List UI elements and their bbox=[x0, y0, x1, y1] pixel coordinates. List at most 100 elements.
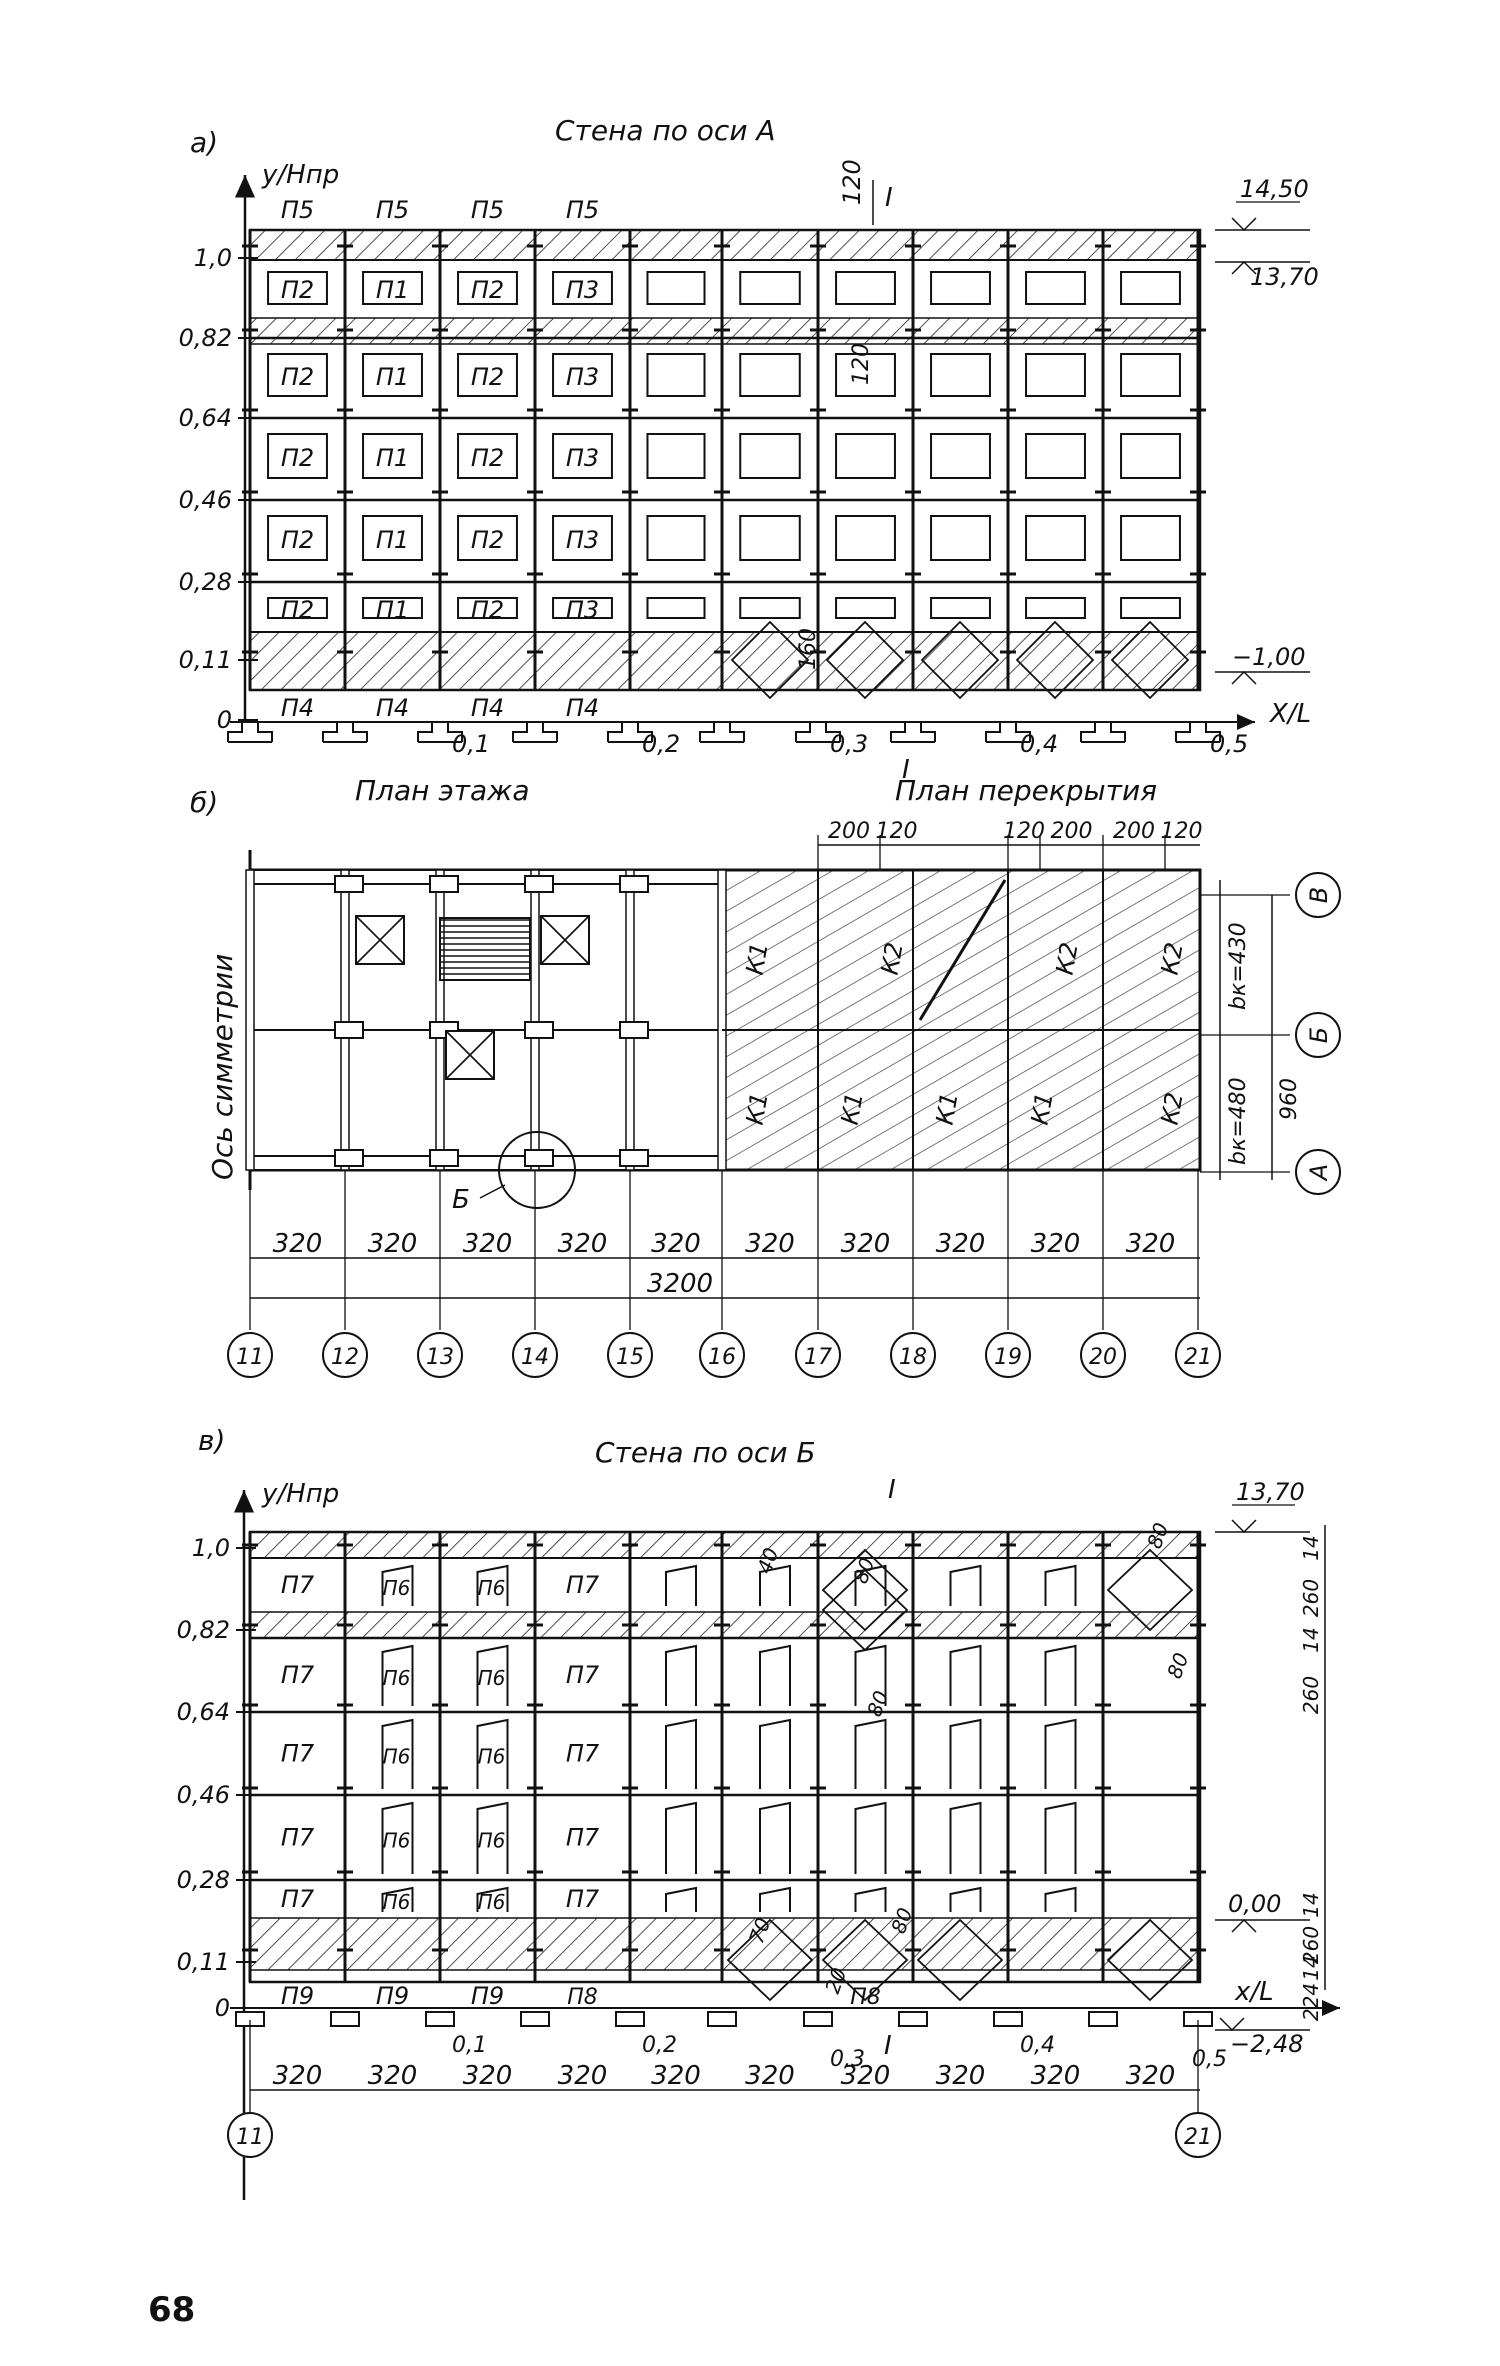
panel-c-axis-number: 11 bbox=[236, 2125, 264, 2150]
panel-c-y-ticks: 00,110,280,460,640,821,0 bbox=[177, 1534, 256, 2022]
panel-c-y-tick-label: 0,11 bbox=[177, 1948, 230, 1976]
panel-a-footing bbox=[795, 721, 841, 743]
panel-c-label-p7: П7 bbox=[281, 1571, 315, 1599]
panel-b-column bbox=[619, 1021, 649, 1039]
panel-c-section-mark-top: I bbox=[888, 1475, 896, 1505]
panel-b-axis-bubble bbox=[1175, 1332, 1221, 1378]
panel-c-door bbox=[854, 1564, 887, 1606]
panel-b-top-dim-label: 200 bbox=[1113, 819, 1155, 844]
panel-a-window bbox=[267, 515, 328, 561]
panel-a-window-label: П3 bbox=[566, 276, 599, 304]
panel-c-right-dim-label: 260 bbox=[1299, 1926, 1323, 1964]
panel-c-label-p7: П7 bbox=[281, 1661, 315, 1689]
panel-c-span-label: 320 bbox=[841, 2061, 891, 2091]
panel-a-top-panel-label: П5 bbox=[471, 196, 504, 224]
panel-a-window bbox=[739, 515, 801, 561]
panel-c-label-p6: П6 bbox=[478, 1666, 506, 1690]
panel-b-cross-wall bbox=[245, 869, 255, 1171]
panel-b-span-label: 320 bbox=[1126, 1229, 1176, 1259]
panel-b-top-dim-label: 200 bbox=[1051, 819, 1093, 844]
panel-a-y-tick-label: 0,11 bbox=[179, 646, 232, 674]
panel-c-label-p6: П6 bbox=[383, 1890, 411, 1914]
panel-a-dim-120-side: 120 bbox=[849, 343, 874, 385]
page-number: 68 bbox=[148, 2290, 196, 2330]
panel-c-door bbox=[854, 1801, 887, 1874]
panel-b-row-axis-bubble bbox=[1295, 1012, 1341, 1058]
panel-a-window bbox=[362, 353, 423, 397]
panel-a-elev-top: 14,50 bbox=[1240, 175, 1309, 203]
panel-a-window bbox=[835, 515, 896, 561]
panel-b-title-left: План этажа bbox=[355, 774, 530, 807]
panel-b-cross-wall bbox=[530, 869, 540, 1171]
panel-b-axis-bubble bbox=[417, 1332, 463, 1378]
panel-c-title: Стена по оси Б bbox=[595, 1436, 816, 1469]
panel-c-door bbox=[1044, 1886, 1077, 1912]
panel-b-axis-bubble bbox=[795, 1332, 841, 1378]
panel-a-window bbox=[739, 433, 801, 479]
panel-b-top-wall bbox=[251, 869, 723, 885]
panel-a-top-panel-label: П5 bbox=[376, 196, 409, 224]
panel-c-door bbox=[949, 1886, 982, 1912]
panel-c-y-axis-label: y/Hпр bbox=[261, 1479, 339, 1509]
panel-a-bottom-panel-label: П4 bbox=[566, 694, 599, 722]
panel-c-label-p8: П8 bbox=[567, 1985, 598, 2010]
panel-c-label-p7: П7 bbox=[566, 1740, 600, 1768]
panel-b-column bbox=[429, 1149, 459, 1167]
panel-c-door bbox=[476, 1644, 509, 1706]
panel-a-footing bbox=[1080, 721, 1126, 743]
panel-a-window-label: П1 bbox=[376, 526, 409, 554]
panel-c-door bbox=[759, 1564, 791, 1606]
panel-a-window bbox=[552, 597, 613, 619]
panel-b-axis-bubble bbox=[512, 1332, 558, 1378]
panel-b-title-right: План перекрытия bbox=[895, 774, 1157, 807]
panel-c-span-label: 320 bbox=[273, 2061, 323, 2091]
panel-b-row-axis-bubble bbox=[1295, 872, 1341, 918]
panel-a-window-label: П2 bbox=[471, 363, 504, 391]
panel-c-door-openings bbox=[381, 1564, 1077, 1912]
panel-c-door bbox=[1044, 1644, 1077, 1706]
panel-b-bottom-wall bbox=[251, 1155, 723, 1171]
panel-b-axis-bubble bbox=[227, 1332, 273, 1378]
panel-c-right-dim-label: 14 bbox=[1299, 1955, 1323, 1980]
panel-a-footing bbox=[699, 721, 745, 743]
panel-c-right-dim-label: 14 bbox=[1299, 1892, 1323, 1917]
panel-b-cross-wall bbox=[340, 869, 350, 1171]
panel-c-label-p6: П6 bbox=[383, 1666, 411, 1690]
panel-b-dim-960: 960 bbox=[1277, 1078, 1302, 1120]
panel-b-callout-leader bbox=[479, 1184, 506, 1199]
panel-c-diamond bbox=[1106, 1918, 1194, 2002]
panel-c-elev-marker-bottom bbox=[1219, 2017, 1245, 2032]
panel-a-elev-marker-2 bbox=[1231, 260, 1257, 275]
panel-c-label-p7: П7 bbox=[281, 1740, 315, 1768]
panel-a-window-label: П2 bbox=[281, 444, 314, 472]
panel-b-total-label: 3200 bbox=[647, 1269, 713, 1299]
panel-a-x-axis-label: X/L bbox=[1268, 699, 1311, 729]
panel-a-window bbox=[1120, 353, 1181, 397]
panel-b-row-axis-letter: В bbox=[1305, 887, 1333, 903]
panel-c-footing bbox=[803, 2011, 833, 2027]
panel-b-column bbox=[334, 875, 364, 893]
panel-a-window bbox=[362, 597, 423, 619]
panel-a-window bbox=[552, 353, 613, 397]
panel-a-columns bbox=[242, 230, 1206, 690]
panel-c-bottom-band bbox=[249, 1917, 1201, 1971]
panel-b-column bbox=[619, 875, 649, 893]
panel-b-axis-number: 14 bbox=[521, 1345, 549, 1370]
panel-b-slab-k1: К1 bbox=[931, 1090, 964, 1127]
panel-a-window bbox=[1025, 433, 1086, 479]
panel-a-footing bbox=[607, 721, 653, 743]
panel-c-footings bbox=[235, 2011, 1213, 2027]
panel-c-door bbox=[476, 1718, 509, 1789]
panel-b-top-dim-label: 120 bbox=[1003, 819, 1045, 844]
panel-b-slab-k1: К1 bbox=[1026, 1090, 1059, 1127]
panel-b-top-dim-label: 120 bbox=[1161, 819, 1203, 844]
panel-b-axis-number: 12 bbox=[331, 1345, 359, 1370]
panel-a-window-label: П2 bbox=[471, 596, 504, 624]
panel-c-door bbox=[665, 1801, 697, 1874]
panel-c-door bbox=[949, 1718, 982, 1789]
panel-a-window bbox=[739, 353, 801, 397]
panel-c-wall-axis-b: в) Стена по оси Б y/Hпр x/L 00,110,280,4… bbox=[177, 1424, 1340, 2200]
